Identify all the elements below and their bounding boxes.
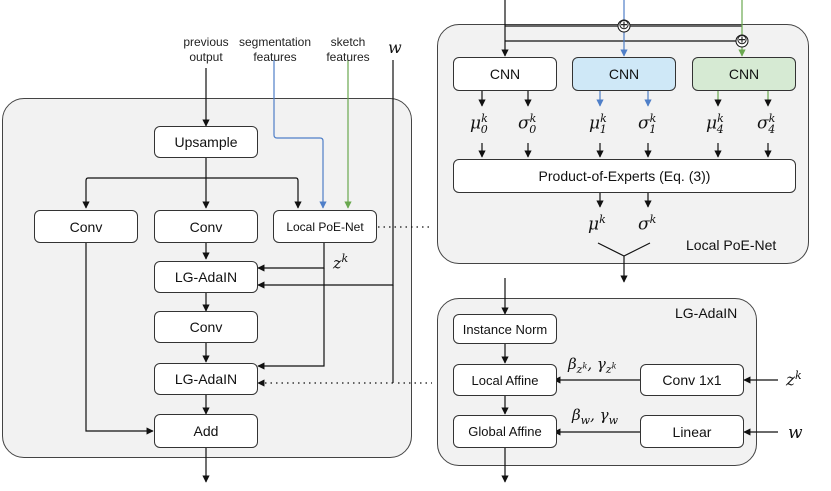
lg-adain-title: LG-AdaIN xyxy=(675,305,738,321)
zk-input-label: zk xyxy=(786,369,802,391)
upsample-box: Upsample xyxy=(154,126,258,158)
local-poe-net-title: Local PoE-Net xyxy=(686,237,777,253)
conv-box-lower: Conv xyxy=(154,311,258,343)
local-poe-net-box: Local PoE-Net xyxy=(273,210,377,243)
zk-label-left: zk xyxy=(333,252,349,273)
mu-0-label: μk0 xyxy=(470,112,488,137)
conv-1x1-box: Conv 1x1 xyxy=(640,364,744,396)
mu-1-label: μk1 xyxy=(589,112,607,137)
sketch-features-label: sketch features xyxy=(326,35,370,64)
plus-node-1: ⊕ xyxy=(618,16,630,32)
cnn-box-3: CNN xyxy=(692,57,796,91)
cnn-box-1: CNN xyxy=(453,57,557,91)
local-affine-box: Local Affine xyxy=(453,364,557,396)
previous-output-label: previous output xyxy=(183,35,229,64)
beta-gamma-zk-label: βzk, γzk xyxy=(568,355,617,376)
conv-box-left: Conv xyxy=(34,210,138,243)
linear-box: Linear xyxy=(640,415,744,448)
mu-4-label: μk4 xyxy=(706,112,724,137)
w-input-label: w xyxy=(388,38,402,57)
segmentation-features-label: segmentation features xyxy=(238,35,312,64)
conv-box-middle: Conv xyxy=(154,210,258,243)
global-affine-box: Global Affine xyxy=(453,415,557,448)
sigma-1-label: σk1 xyxy=(638,112,657,137)
sigma-k-label: σk xyxy=(638,213,657,235)
cnn-box-2: CNN xyxy=(572,57,676,91)
sigma-4-label: σk4 xyxy=(757,112,776,137)
plus-node-2: ⊕ xyxy=(736,31,748,47)
lg-adain-box-1: LG-AdaIN xyxy=(154,261,258,293)
lg-adain-box-2: LG-AdaIN xyxy=(154,363,258,395)
add-box: Add xyxy=(154,414,258,448)
sigma-0-label: σk0 xyxy=(518,112,537,137)
w-input-label-adain: w xyxy=(788,423,803,443)
beta-gamma-w-label: βw, γw xyxy=(572,406,619,427)
instance-norm-box: Instance Norm xyxy=(453,314,557,344)
product-of-experts-box: Product-of-Experts (Eq. (3)) xyxy=(453,159,796,193)
mu-k-label: μk xyxy=(588,213,606,235)
